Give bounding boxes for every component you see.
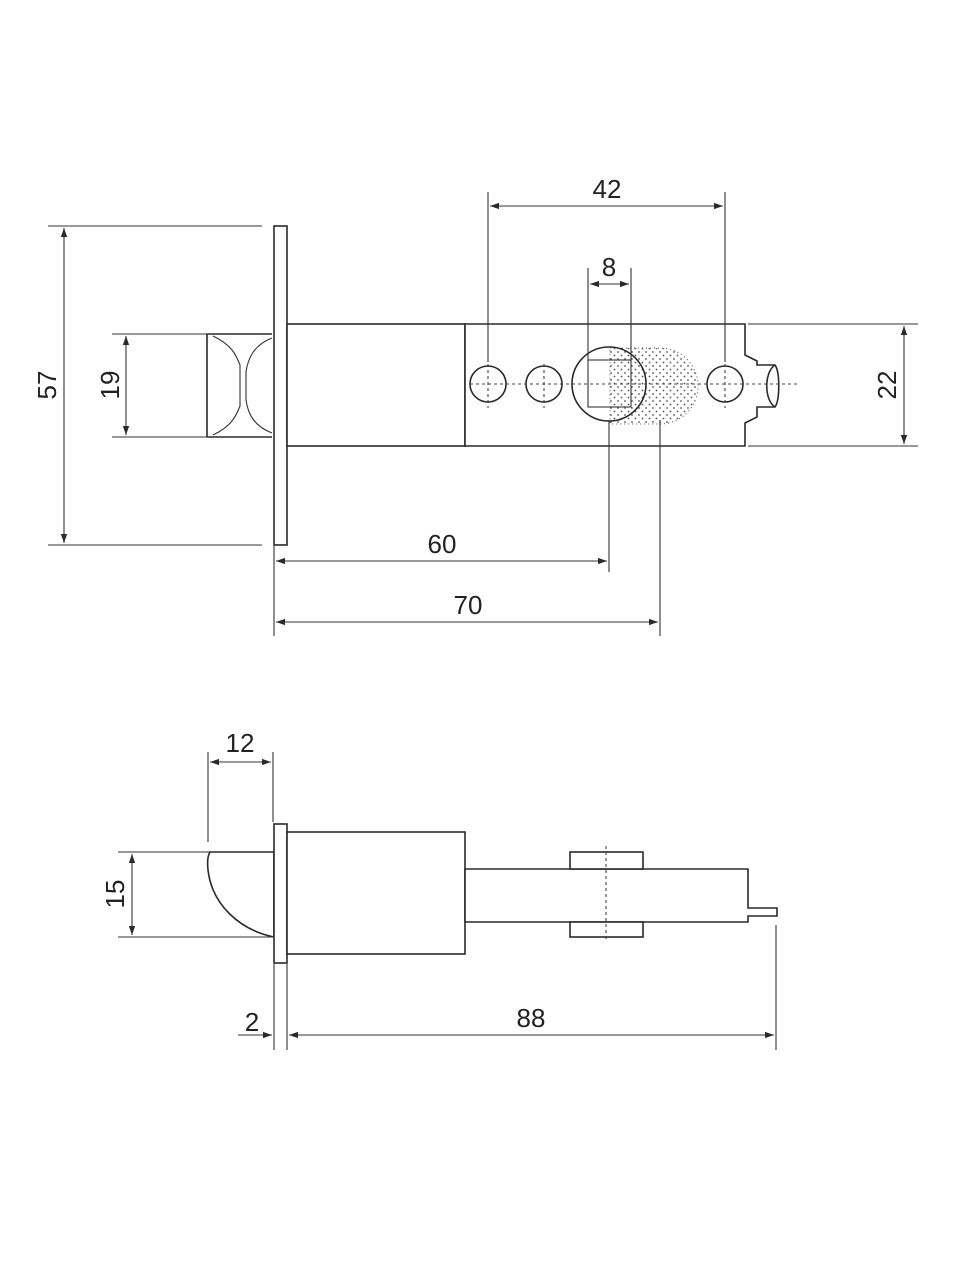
- dim-label-88: 88: [517, 1003, 546, 1033]
- latch-housing: [286, 323, 466, 447]
- faceplate: [273, 225, 288, 546]
- spindle-square: [587, 359, 632, 408]
- tail-side: [464, 868, 778, 923]
- tail-notch: [765, 364, 776, 408]
- bolt-curve-right: [245, 337, 273, 434]
- dim-label-70: 70: [454, 590, 483, 620]
- bolt-curve-left: [212, 335, 241, 436]
- top-view: 57 19 42 8 22 60 70: [32, 174, 918, 636]
- dim-label-60: 60: [428, 529, 457, 559]
- housing-side: [286, 831, 466, 955]
- dim-label-15: 15: [100, 880, 130, 909]
- dim-label-42: 42: [593, 174, 622, 204]
- faceplate-side: [273, 823, 288, 964]
- dim-label-2: 2: [245, 1007, 259, 1037]
- spindle-slot: [609, 347, 699, 425]
- side-view: 12 15 2 88: [100, 728, 778, 1050]
- dim-label-12: 12: [226, 728, 255, 758]
- dim-label-19: 19: [95, 371, 125, 400]
- dim-label-57: 57: [32, 371, 62, 400]
- dim-label-8: 8: [602, 252, 616, 282]
- bolt-side-profile: [206, 851, 275, 938]
- dim-label-22: 22: [872, 371, 902, 400]
- bolt-head-outline: [206, 333, 272, 438]
